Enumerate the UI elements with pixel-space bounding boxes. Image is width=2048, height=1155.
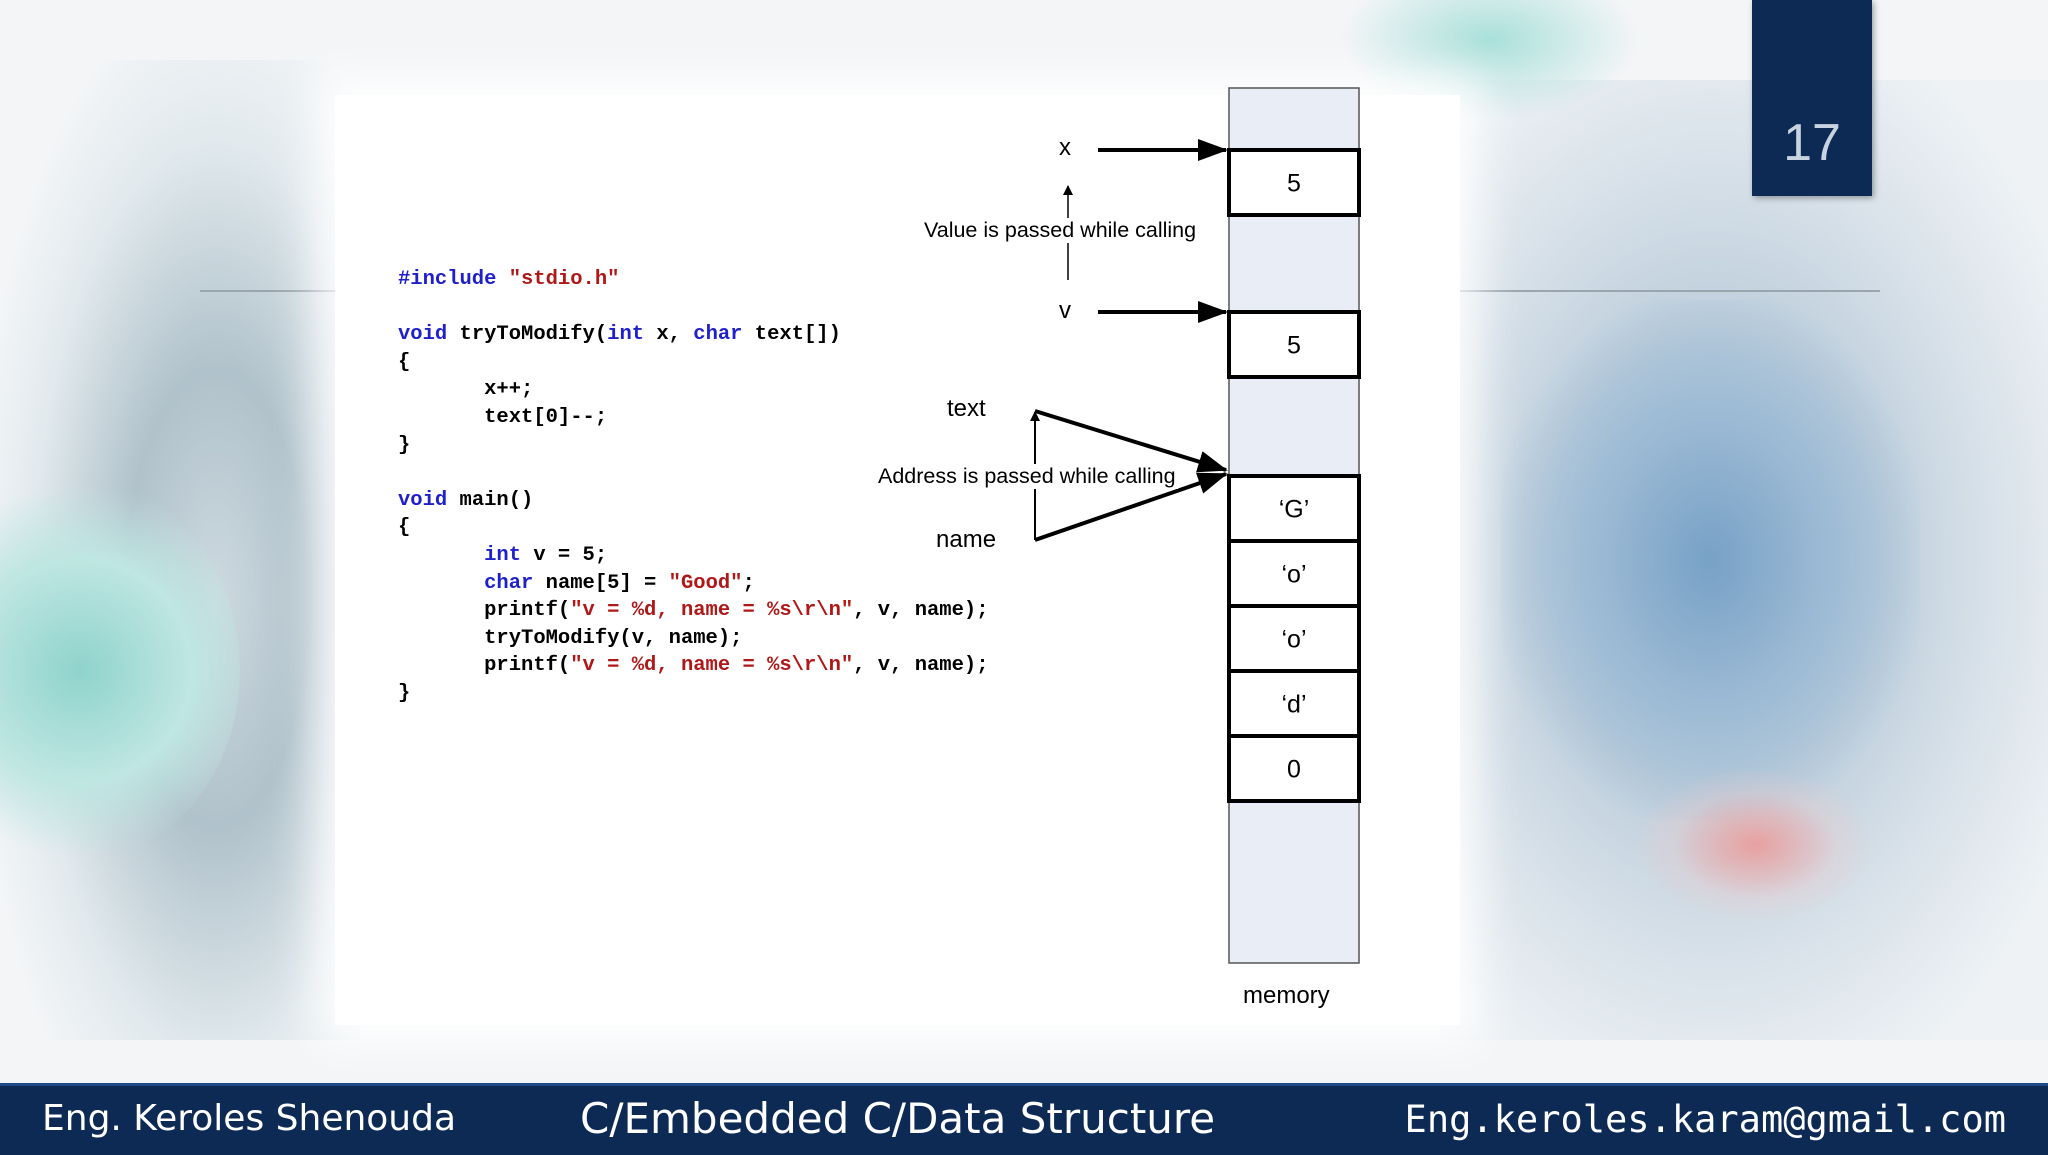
memory-cell-value: 5 bbox=[1287, 332, 1301, 360]
footer-bar: Eng. Keroles Shenouda C/Embedded C/Data … bbox=[0, 1083, 2048, 1155]
memory-cell-value: 0 bbox=[1287, 756, 1301, 784]
label-v: v bbox=[1059, 297, 1071, 325]
memory-cell-value: 5 bbox=[1287, 170, 1301, 198]
memory-cell-value: ‘o’ bbox=[1281, 626, 1306, 654]
footer-author: Eng. Keroles Shenouda bbox=[42, 1098, 456, 1139]
memory-cell-value: ‘o’ bbox=[1281, 561, 1306, 589]
value-pass-note: Value is passed while calling bbox=[922, 218, 1198, 243]
label-text: text bbox=[947, 395, 986, 423]
address-pass-note: Address is passed while calling bbox=[876, 464, 1178, 489]
label-x: x bbox=[1059, 134, 1071, 162]
footer-email: Eng.keroles.karam@gmail.com bbox=[1405, 1098, 2006, 1141]
memory-cell-value: ‘d’ bbox=[1281, 691, 1306, 719]
footer-course-title: C/Embedded C/Data Structure bbox=[580, 1094, 1215, 1143]
label-name: name bbox=[936, 526, 996, 554]
memory-cell-value: ‘G’ bbox=[1279, 496, 1310, 524]
text-pointer-arrow bbox=[1035, 411, 1226, 470]
memory-label: memory bbox=[1243, 982, 1330, 1010]
